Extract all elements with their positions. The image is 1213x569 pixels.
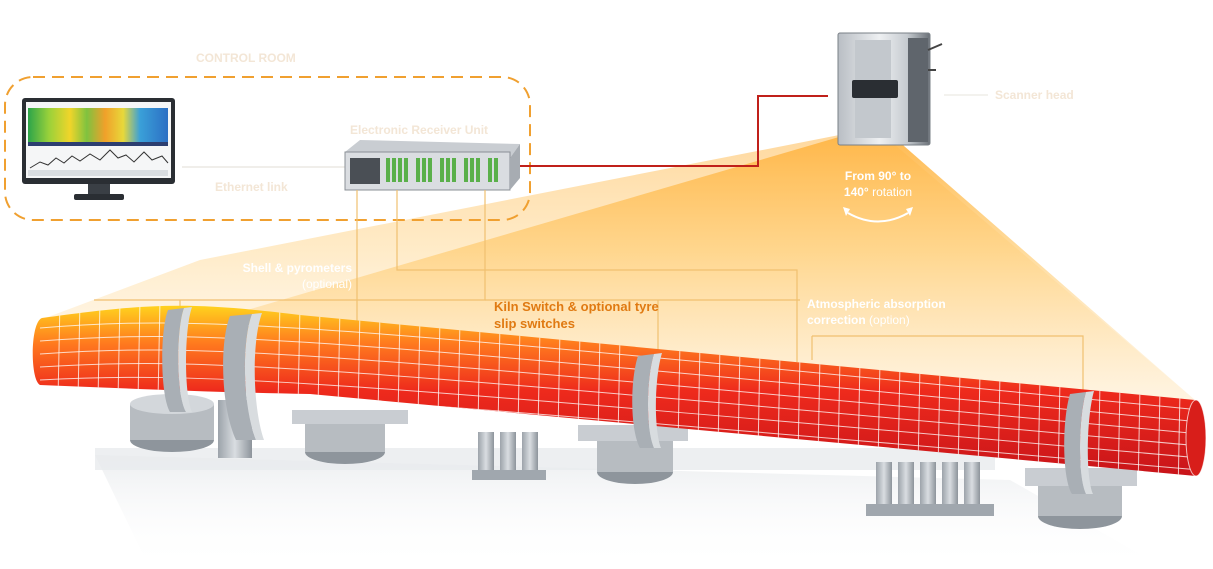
atmospheric-option: (option): [865, 313, 910, 327]
shell-pyrometers-line1: Shell & pyrometers: [242, 261, 352, 275]
connector-lines: [94, 190, 1084, 392]
fibre-optic-label: Fibre optic: [618, 147, 680, 161]
atmospheric-line1: Atmospheric absorption: [807, 297, 946, 311]
control-room-label: CONTROL ROOM: [196, 51, 296, 65]
atmospheric-correction: correction: [807, 313, 866, 327]
kiln-shell: [32, 305, 1207, 477]
kiln-switch-label: Kiln Switch & optional tyre slip switche…: [494, 298, 659, 332]
rotation-word: rotation: [868, 185, 913, 199]
scanner-head-label: Scanner head: [995, 88, 1074, 102]
electronic-receiver-unit-label: Electronic Receiver Unit: [350, 123, 489, 137]
rotation-label-line1: From 90° to: [844, 169, 912, 183]
kiln-switch-line2: slip switches: [494, 316, 575, 331]
shell-pyrometers-line2: (optional): [301, 277, 352, 291]
rotation-arrow-icon: [843, 207, 913, 223]
atmospheric-line2: correction (option): [807, 312, 946, 328]
kiln-tyres: [162, 307, 1094, 494]
rotation-label: From 90° to 140° rotation: [826, 168, 930, 200]
kiln-switch-line1: Kiln Switch & optional tyre: [494, 299, 659, 314]
receiver-unit-icon: [344, 140, 520, 191]
fibre-optic-cable: [520, 95, 828, 167]
atmospheric-absorption-label: Atmospheric absorption correction (optio…: [807, 296, 946, 328]
rotation-angle: 140°: [843, 185, 869, 199]
shell-pyrometers-label: Shell & pyrometers (optional): [190, 260, 352, 292]
thermal-monitor-icon: [22, 98, 175, 200]
ethernet-link-label: Ethernet link: [215, 180, 288, 194]
scanner-head-icon: [837, 32, 943, 146]
control-room-box: [4, 76, 531, 221]
rotation-label-line2: 140° rotation: [826, 184, 930, 200]
